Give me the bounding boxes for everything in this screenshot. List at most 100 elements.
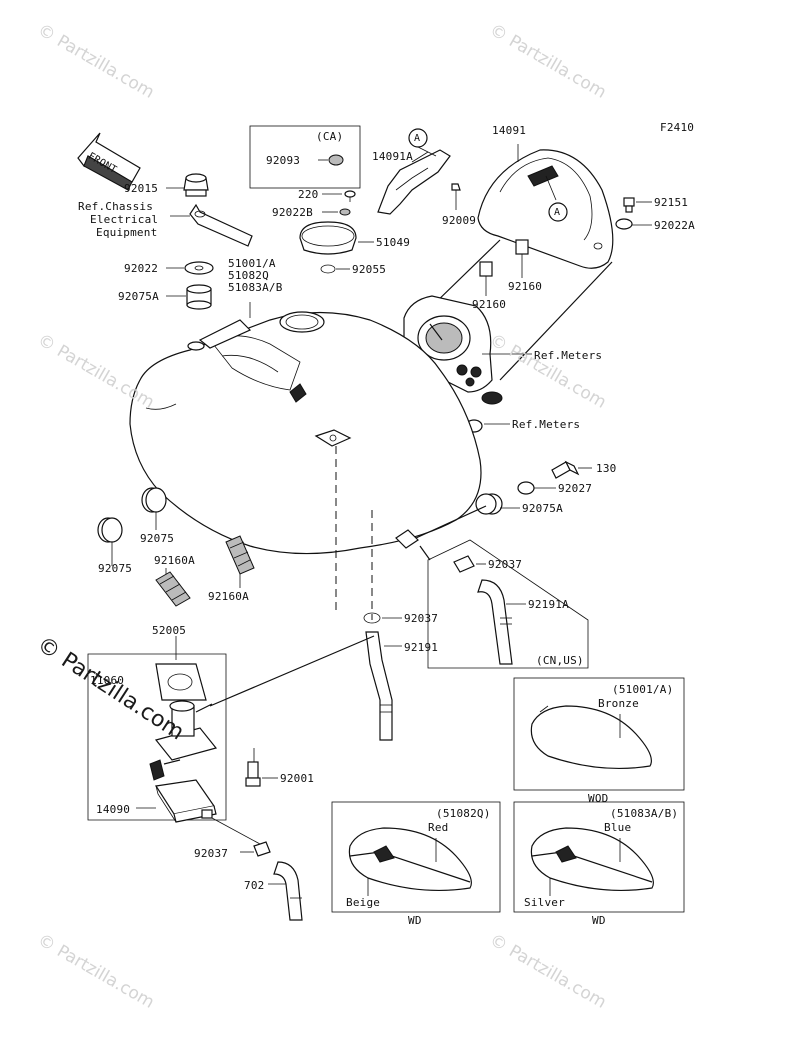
label-92191: 92191 [404, 641, 439, 654]
part-92009 [451, 183, 461, 191]
part-92160a-left [155, 571, 191, 607]
variant-color-blue: Blue [604, 821, 632, 834]
label-702: 702 [244, 879, 265, 892]
part-92022a [615, 218, 633, 230]
label-ref-chassis: Ref.Chassis [78, 200, 154, 213]
part-92075a-top [186, 284, 212, 310]
label-130: 130 [596, 462, 617, 475]
label-92160a-2: 92160A [208, 590, 249, 603]
label-equipment: Equipment [96, 226, 158, 239]
label-92055: 92055 [352, 263, 387, 276]
label-92075-lower: 92075 [98, 562, 133, 575]
tank-variant-bronze [530, 705, 652, 770]
label-92075a-top: 92075A [118, 290, 159, 303]
part-14091 [477, 149, 614, 269]
part-fuel-pump [149, 700, 218, 781]
tank-variant-red-beige [348, 827, 472, 892]
front-arrow-icon [77, 132, 141, 191]
part-92022b [339, 208, 351, 216]
part-92160-right [515, 239, 529, 255]
part-92160-left [479, 261, 493, 277]
label-92075a-right: 92075A [522, 502, 563, 515]
cn-us-box [427, 539, 589, 669]
label-14090: 14090 [96, 803, 131, 816]
part-92075a-right [475, 493, 503, 515]
part-92075-upper [141, 487, 167, 513]
part-92022 [184, 261, 214, 275]
label-92160a-1: 92160A [154, 554, 195, 567]
label-ref-meters-2: Ref.Meters [512, 418, 581, 431]
label-92037-mid: 92037 [404, 612, 439, 625]
label-51082q: 51082Q [228, 269, 269, 282]
part-92037-right [453, 555, 475, 573]
part-92037-bottom [253, 841, 271, 857]
variant-code-blue: (51083A/B) [610, 807, 679, 820]
variant-box-wod [513, 677, 685, 791]
part-92055 [320, 264, 336, 274]
part-702 [273, 861, 303, 921]
part-14091a [377, 149, 451, 215]
part-strap [189, 203, 253, 247]
part-92151 [623, 197, 635, 213]
label-14091a: 14091A [372, 150, 413, 163]
label-92022: 92022 [124, 262, 159, 275]
variant-color-bronze: Bronze [598, 697, 639, 710]
part-92191 [365, 631, 393, 741]
part-52005-gasket [155, 663, 207, 701]
label-220: 220 [298, 188, 319, 201]
variant-group-wd-1: WD [408, 914, 422, 927]
label-92009: 92009 [442, 214, 477, 227]
label-ca: (CA) [316, 130, 344, 143]
variant-code-red: (51082Q) [436, 807, 491, 820]
part-92075-lower [97, 517, 123, 543]
label-92160-left: 92160 [472, 298, 507, 311]
label-51001a: 51001/A [228, 257, 276, 270]
label-92093: 92093 [266, 154, 301, 167]
variant-color-silver: Silver [524, 896, 565, 909]
part-51049-cap [299, 221, 357, 255]
label-cn-us: (CN,US) [536, 654, 584, 667]
label-14091: 14091 [492, 124, 527, 137]
label-92160-right: 92160 [508, 280, 543, 293]
part-92160a-right [225, 535, 255, 575]
label-92191a: 92191A [528, 598, 569, 611]
part-92037-mid [363, 612, 381, 624]
label-52005: 52005 [152, 624, 187, 637]
variant-group-wod: WOD [588, 792, 609, 805]
callout-a-label-top: A [414, 133, 421, 144]
figure-code: F2410 [660, 121, 695, 134]
label-92151: 92151 [654, 196, 689, 209]
label-51083ab: 51083A/B [228, 281, 283, 294]
part-220 [344, 190, 356, 198]
callout-a-label-cover: A [554, 207, 561, 218]
tank-variant-blue-silver [530, 827, 654, 892]
variant-box-red [331, 801, 501, 913]
label-92075-upper: 92075 [140, 532, 175, 545]
label-92027: 92027 [558, 482, 593, 495]
part-92027 [517, 481, 535, 495]
label-11060: 11060 [90, 674, 125, 687]
variant-color-beige: Beige [346, 896, 381, 909]
ca-box [249, 125, 361, 189]
label-92037-bottom: 92037 [194, 847, 229, 860]
label-92022b: 92022B [272, 206, 313, 219]
label-92015: 92015 [124, 182, 159, 195]
label-92022a: 92022A [654, 219, 695, 232]
part-92093 [328, 154, 344, 166]
variant-color-red: Red [428, 821, 449, 834]
part-meter-grommet [481, 391, 503, 405]
part-130 [551, 460, 580, 479]
variant-group-wd-2: WD [592, 914, 606, 927]
pump-box [87, 653, 227, 821]
label-92001: 92001 [280, 772, 315, 785]
label-electrical: Electrical [90, 213, 159, 226]
callout-a-cover [548, 202, 568, 222]
label-92037-right: 92037 [488, 558, 523, 571]
label-51049: 51049 [376, 236, 411, 249]
part-92191a [477, 579, 513, 665]
part-92001 [245, 761, 261, 787]
variant-box-blue [513, 801, 685, 913]
label-ref-meters-1: Ref.Meters [534, 349, 603, 362]
fuel-tank [129, 311, 482, 555]
variant-code-bronze: (51001/A) [612, 683, 674, 696]
